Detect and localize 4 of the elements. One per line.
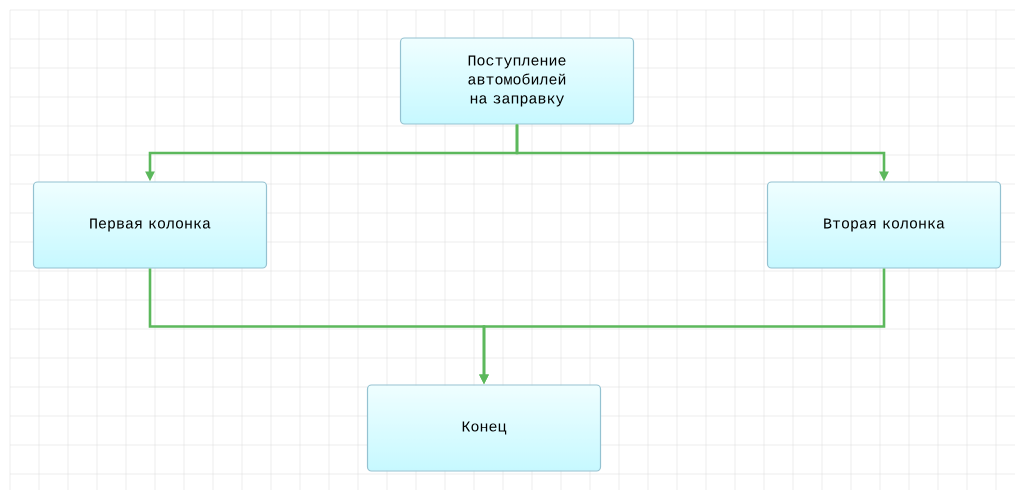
process-box: Первая колонка — [32, 181, 268, 269]
process-box: Конец — [366, 384, 602, 472]
process-box: Поступление автомобилей на заправку — [399, 37, 635, 125]
process-box: Вторая колонка — [766, 181, 1002, 269]
